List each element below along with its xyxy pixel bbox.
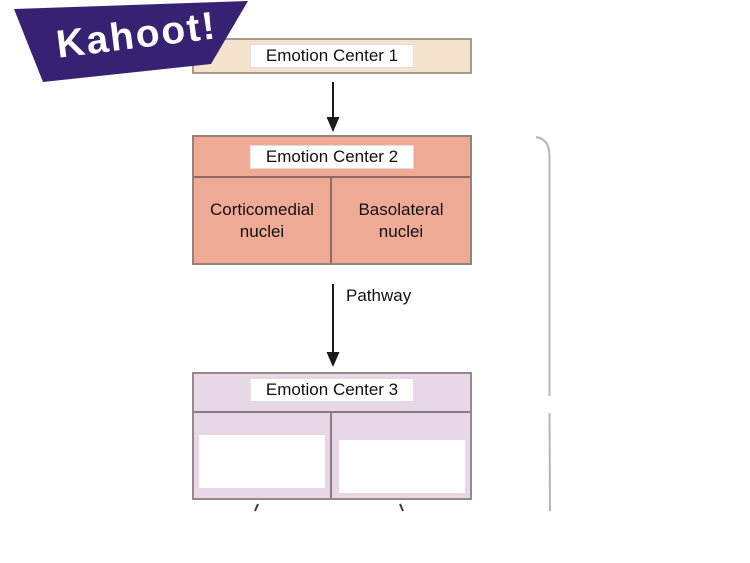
cell-corticomedial-nuclei: Corticomedial nuclei (194, 178, 332, 263)
cell-basolateral-nuclei: Basolateral nuclei (358, 199, 444, 241)
blank-answer-box-left (199, 435, 325, 488)
cell-box3-left (194, 413, 332, 498)
box-emotion-center-3-title: Emotion Center 3 (249, 378, 415, 402)
arrow-pathway-box2-to-box3 (326, 284, 340, 367)
blank-answer-box-right (339, 440, 465, 493)
cropped-text-marks (254, 503, 404, 512)
box-emotion-center-3-header: Emotion Center 3 (194, 374, 470, 413)
kahoot-logo: Kahoot! (0, 0, 265, 95)
box-emotion-center-2: Emotion Center 2 Corticomedial nuclei Ba… (192, 135, 472, 265)
box-emotion-center-2-header: Emotion Center 2 (194, 137, 470, 178)
arrow-box1-to-box2 (326, 82, 340, 132)
kahoot-logo-banner-shape (14, 1, 248, 82)
box-emotion-center-1-title: Emotion Center 1 (249, 44, 415, 68)
pathway-arrow-label: Pathway (346, 286, 412, 305)
box-emotion-center-2-title: Emotion Center 2 (249, 145, 415, 169)
right-brace (535, 136, 551, 512)
